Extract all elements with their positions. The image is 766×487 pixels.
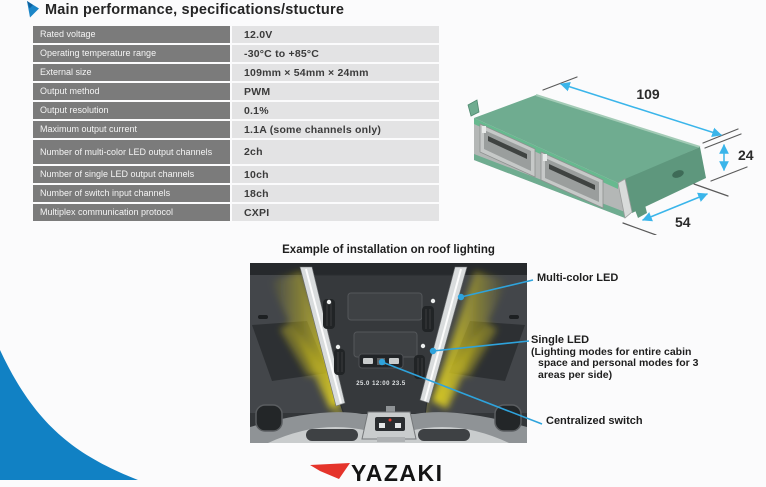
spec-label: Multiplex communication protocol: [33, 204, 230, 221]
spec-value: -30°C to +85°C: [232, 45, 439, 62]
callout-single-led-sub3: areas per side): [538, 368, 613, 381]
callout-centralized-switch: Centralized switch: [546, 415, 643, 427]
spec-label: Maximum output current: [33, 121, 230, 138]
spec-label: Operating temperature range: [33, 45, 230, 62]
spec-label: External size: [33, 64, 230, 81]
device-3d-figure: 109 24 54: [467, 76, 754, 235]
dim-height-label: 24: [738, 147, 754, 163]
yazaki-logo-icon: [310, 463, 350, 479]
spec-value: 18ch: [232, 185, 439, 202]
callout-single-led-sub1: (Lighting modes for entire cabin: [531, 345, 692, 358]
spot-lights: [326, 298, 436, 350]
spec-label: Number of single LED output channels: [33, 166, 230, 183]
callout-single-led-title: Single LED: [531, 334, 590, 346]
table-row: Operating temperature range-30°C to +85°…: [33, 45, 439, 62]
brand-name: YAZAKI: [351, 460, 444, 486]
spec-value: 1.1A (some channels only): [232, 121, 439, 138]
table-row: Number of multi-color LED output channel…: [33, 140, 439, 164]
page-title-row: Main performance, specifications/stuctur…: [26, 1, 344, 18]
spec-label: Number of switch input channels: [33, 185, 230, 202]
device-body: [467, 94, 706, 219]
callout-single-led: Single LED (Lighting modes for entire ca…: [531, 334, 699, 381]
spec-label: Number of multi-color LED output channel…: [33, 140, 230, 164]
spec-value: CXPI: [232, 204, 439, 221]
spec-value: 12.0V: [232, 26, 439, 43]
callout-single-led-sub2: space and personal modes for 3: [538, 357, 699, 369]
spec-value: PWM: [232, 83, 439, 100]
spec-label: Rated voltage: [33, 26, 230, 43]
device-dimensions: 109 24 54: [542, 76, 754, 235]
title-marker-icon: [27, 1, 39, 18]
spec-value: 2ch: [232, 140, 439, 164]
installation-caption: Example of installation on roof lighting: [282, 244, 495, 256]
spec-value: 10ch: [232, 166, 439, 183]
page-title: Main performance, specifications/stuctur…: [45, 2, 345, 18]
dim-length-label: 109: [636, 86, 660, 102]
corner-accent: [0, 350, 138, 480]
spec-label: Output resolution: [33, 102, 230, 119]
roof-lighting-illustration: 25.0 12:00 23.5: [250, 263, 527, 443]
roof-display-readout: 25.0 12:00 23.5: [356, 381, 406, 387]
spec-label: Output method: [33, 83, 230, 100]
spec-value: 0.1%: [232, 102, 439, 119]
dim-depth-label: 54: [675, 214, 691, 230]
callout-multi-color-led: Multi-color LED: [537, 272, 619, 284]
spec-value: 109mm × 54mm × 24mm: [232, 64, 439, 81]
